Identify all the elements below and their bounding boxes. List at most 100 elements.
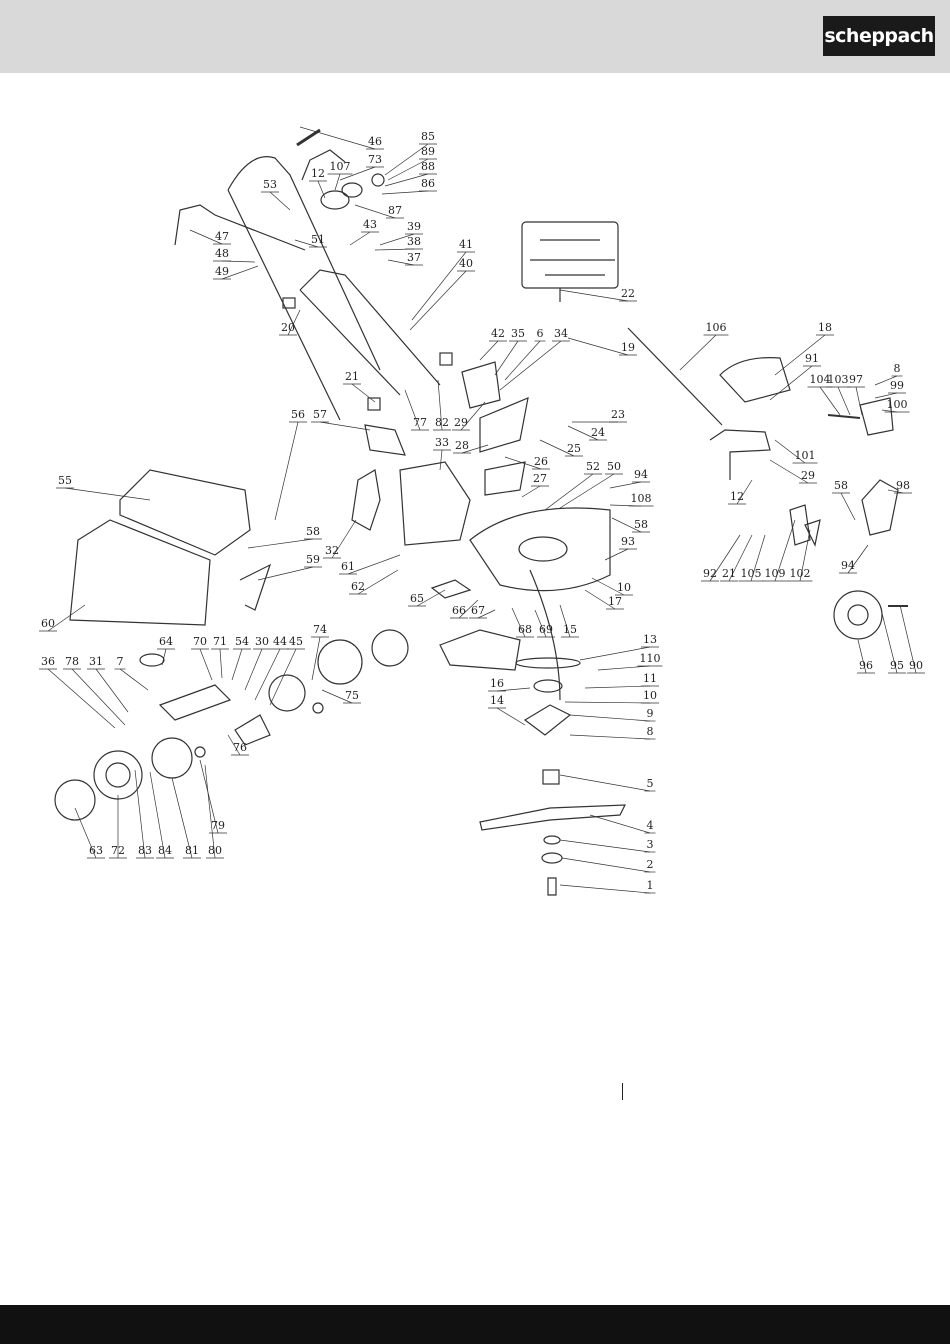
deflector-housing-part	[399, 461, 471, 546]
part-number-callout: 48	[215, 247, 229, 260]
leader-line	[357, 569, 399, 595]
part-number-callout: 49	[215, 265, 229, 278]
leader-line	[499, 340, 562, 391]
part-number-callout: 25	[567, 442, 581, 455]
part-number-callout: 60	[41, 617, 55, 630]
side-discharge-chute-part	[719, 357, 791, 403]
deck-opening-part	[518, 536, 568, 562]
leader-line	[161, 648, 167, 666]
leader-line	[347, 554, 401, 575]
leader-line	[496, 707, 526, 726]
part-number-callout: 78	[65, 655, 79, 668]
handle-bar-part	[296, 128, 321, 147]
leader-line	[855, 386, 863, 416]
leader-line	[269, 191, 291, 211]
front-bracket-part	[861, 479, 899, 536]
part-number-callout: 88	[421, 160, 435, 173]
front-wheel-part	[833, 590, 883, 640]
leader-line	[437, 379, 443, 431]
leader-line	[584, 589, 616, 610]
part-number-callout: 107	[330, 160, 351, 173]
cable-bow-part	[174, 204, 306, 251]
leader-line	[381, 190, 429, 195]
leader-line	[257, 566, 314, 581]
part-number-callout: 9	[647, 707, 654, 720]
part-number-callout: 44	[273, 635, 287, 648]
leader-line	[331, 519, 357, 559]
part-number-callout: 16	[490, 677, 504, 690]
drive-bracket-part	[234, 714, 271, 746]
leader-line	[597, 665, 651, 671]
part-number-callout: 77	[413, 416, 427, 429]
part-number-callout: 8	[894, 362, 901, 375]
leader-line	[604, 548, 629, 561]
leader-line	[774, 439, 806, 464]
part-number-callout: 21	[722, 567, 736, 580]
leader-line	[321, 689, 353, 704]
leader-line	[319, 421, 371, 431]
engine-part	[521, 221, 619, 289]
leader-line	[539, 439, 575, 457]
mulch-plug-part	[479, 397, 529, 453]
leader-line	[384, 173, 429, 187]
clutch-part	[523, 704, 572, 736]
part-number-callout: 19	[621, 341, 635, 354]
leader-line	[354, 204, 396, 219]
leader-line	[416, 589, 446, 607]
leader-line	[379, 233, 415, 246]
part-number-callout: 96	[859, 659, 873, 672]
leader-line	[567, 337, 629, 356]
leader-line	[579, 646, 651, 661]
leader-line	[199, 759, 219, 834]
clamp-part	[282, 297, 296, 309]
engine-detail-part	[530, 239, 615, 276]
part-number-callout: 47	[215, 230, 229, 243]
part-number-callout: 10	[643, 689, 657, 702]
part-number-callout: 10	[617, 581, 631, 594]
part-number-callout: 35	[511, 327, 525, 340]
leader-line	[564, 701, 651, 704]
leader-line	[584, 685, 651, 689]
part-number-callout: 18	[818, 321, 832, 334]
part-number-callout: 81	[185, 844, 199, 857]
part-number-callout: 23	[611, 408, 625, 421]
rear-flap-part	[439, 629, 521, 671]
leader-line	[199, 648, 213, 681]
leader-line	[254, 648, 281, 701]
part-number-callout: 55	[58, 474, 72, 487]
wheel-cap-part	[151, 737, 193, 779]
leader-line	[504, 456, 542, 470]
leader-line	[317, 180, 326, 199]
leader-line	[874, 375, 898, 386]
leader-line	[736, 479, 753, 505]
part-number-callout: 28	[455, 439, 469, 452]
part-number-callout: 82	[435, 416, 449, 429]
leader-line	[819, 386, 841, 416]
leader-line	[479, 340, 499, 361]
part-number-callout: 36	[41, 655, 55, 668]
leader-line	[299, 126, 376, 150]
leader-line	[494, 340, 519, 376]
leader-line	[247, 538, 314, 549]
leader-line	[221, 265, 259, 280]
switch-knob-part	[371, 173, 385, 187]
part-number-callout: 84	[158, 844, 172, 857]
part-number-callout: 57	[313, 408, 327, 421]
wheel-cap-part	[371, 629, 409, 667]
part-number-callout: 39	[407, 220, 421, 233]
blade-part	[479, 804, 626, 831]
leader-line	[119, 668, 149, 691]
leader-line	[334, 173, 341, 191]
part-number-callout: 74	[313, 623, 327, 636]
leader-line	[567, 425, 599, 441]
leader-line	[47, 668, 116, 729]
leader-line	[460, 401, 486, 431]
part-number-callout: 83	[138, 844, 152, 857]
leader-line	[709, 534, 741, 582]
switch-housing-part	[320, 190, 350, 210]
part-number-callout: 33	[435, 436, 449, 449]
part-number-callout: 26	[534, 455, 548, 468]
washer-part	[541, 852, 563, 864]
part-number-callout: 13	[643, 633, 657, 646]
